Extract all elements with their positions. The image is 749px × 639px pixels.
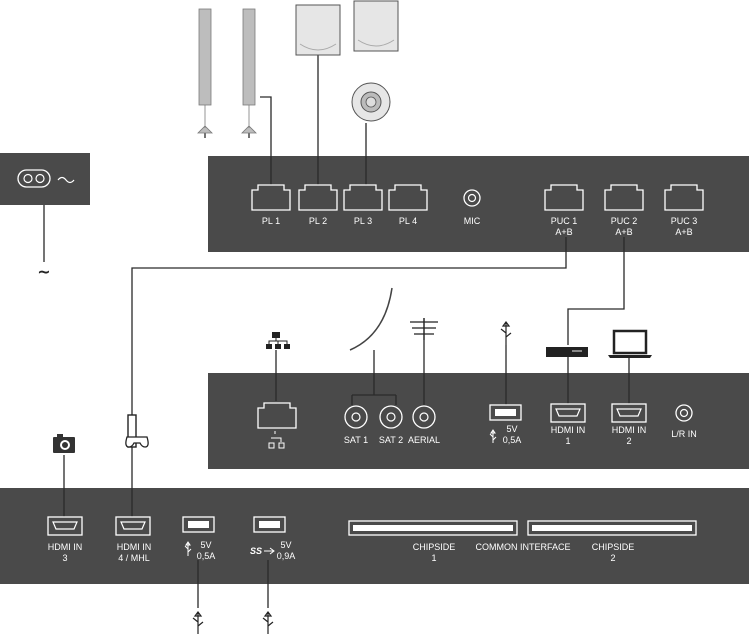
satellite-dish-icon <box>349 287 393 351</box>
mains-socket-icon <box>17 169 75 188</box>
common-interface-label: COMMON INTERFACE <box>475 542 570 552</box>
svg-text:1: 1 <box>431 553 436 563</box>
top-panel <box>208 156 749 252</box>
pl-port-pl2[interactable]: PL 2 <box>298 184 338 226</box>
svg-text:PL 2: PL 2 <box>309 216 327 226</box>
usb-icon <box>192 611 204 634</box>
svg-text:HDMI IN: HDMI IN <box>117 542 152 552</box>
svg-text:5V: 5V <box>506 424 517 434</box>
pl-port-pl1[interactable]: PL 1 <box>251 184 291 226</box>
antenna-icon <box>410 318 438 340</box>
svg-text:HDMI IN: HDMI IN <box>612 425 647 435</box>
ethernet-port[interactable] <box>257 402 297 449</box>
hdmi3-port[interactable]: HDMI IN 3 <box>47 516 83 563</box>
svg-text:0,9A: 0,9A <box>277 551 296 561</box>
network-icon <box>266 332 290 349</box>
lr-in-port[interactable]: L/R IN <box>671 404 697 439</box>
svg-text:HDMI IN: HDMI IN <box>551 425 586 435</box>
svg-text:A+B: A+B <box>555 227 572 237</box>
set-top-box-icon <box>546 347 588 357</box>
usb-port-bottom-2[interactable]: SS 5V 0,9A <box>250 516 296 561</box>
laptop-icon <box>608 329 652 358</box>
svg-text:SAT 1: SAT 1 <box>344 435 368 445</box>
svg-text:CHIPSIDE: CHIPSIDE <box>413 542 456 552</box>
svg-text:0,5A: 0,5A <box>197 551 216 561</box>
usb-icon <box>500 321 512 345</box>
subwoofer-icon <box>351 82 391 122</box>
mic-port[interactable]: MIC <box>463 189 481 226</box>
svg-text:L/R IN: L/R IN <box>671 429 697 439</box>
svg-text:AERIAL: AERIAL <box>408 435 440 445</box>
svg-text:3: 3 <box>62 553 67 563</box>
sat1-port[interactable]: SAT 1 <box>344 405 368 445</box>
svg-text:MIC: MIC <box>464 216 481 226</box>
hdmi2-port[interactable]: HDMI IN 2 <box>611 403 647 446</box>
svg-text:PUC 1: PUC 1 <box>551 216 578 226</box>
aerial-port[interactable]: AERIAL <box>408 405 440 445</box>
svg-text:4 / MHL: 4 / MHL <box>118 553 150 563</box>
svg-text:2: 2 <box>626 436 631 446</box>
svg-text:2: 2 <box>610 553 615 563</box>
svg-text:PL 1: PL 1 <box>262 216 280 226</box>
pl-port-pl4[interactable]: PL 4 <box>388 184 428 226</box>
svg-text:PUC 3: PUC 3 <box>671 216 698 226</box>
svg-text:5V: 5V <box>280 540 291 550</box>
chipside-2-slot[interactable]: CHIPSIDE 2 <box>527 520 697 563</box>
svg-text:5V: 5V <box>200 540 211 550</box>
chipside-1-slot[interactable]: CHIPSIDE 1 <box>348 520 518 563</box>
power-panel <box>0 153 90 205</box>
usb-port-bottom-1[interactable]: 5V 0,5A <box>182 516 216 561</box>
puc-port-puc1[interactable]: PUC 1 A+B <box>544 184 584 237</box>
svg-text:CHIPSIDE: CHIPSIDE <box>592 542 635 552</box>
puc-port-puc2[interactable]: PUC 2 A+B <box>604 184 644 237</box>
hdmi4-mhl-port[interactable]: HDMI IN 4 / MHL <box>115 516 152 563</box>
svg-text:A+B: A+B <box>615 227 632 237</box>
game-controller-icon <box>125 414 149 448</box>
svg-text:PL 4: PL 4 <box>399 216 417 226</box>
svg-text:PUC 2: PUC 2 <box>611 216 638 226</box>
pl-port-pl3[interactable]: PL 3 <box>343 184 383 226</box>
floor-speaker-icon <box>197 8 213 134</box>
bottom-panel <box>0 488 749 584</box>
svg-text:0,5A: 0,5A <box>503 435 522 445</box>
usb-icon <box>262 611 274 634</box>
middle-panel <box>208 373 749 469</box>
hdmi1-port[interactable]: HDMI IN 1 <box>550 403 586 446</box>
svg-text:SAT 2: SAT 2 <box>379 435 403 445</box>
mains-symbol: ~ <box>37 262 50 281</box>
svg-text:HDMI IN: HDMI IN <box>48 542 83 552</box>
box-speaker-icon <box>353 0 399 52</box>
usb-port-middle[interactable]: 5V 0,5A <box>489 404 522 445</box>
floor-speaker-icon <box>241 8 257 134</box>
sat2-port[interactable]: SAT 2 <box>379 405 403 445</box>
svg-text:PL 3: PL 3 <box>354 216 372 226</box>
puc-port-puc3[interactable]: PUC 3 A+B <box>664 184 704 237</box>
svg-text:A+B: A+B <box>675 227 692 237</box>
usb3-ss-icon: SS <box>250 546 275 556</box>
svg-text:SS: SS <box>250 546 262 556</box>
box-speaker-icon <box>295 4 341 56</box>
camera-icon <box>53 434 75 453</box>
svg-text:1: 1 <box>565 436 570 446</box>
